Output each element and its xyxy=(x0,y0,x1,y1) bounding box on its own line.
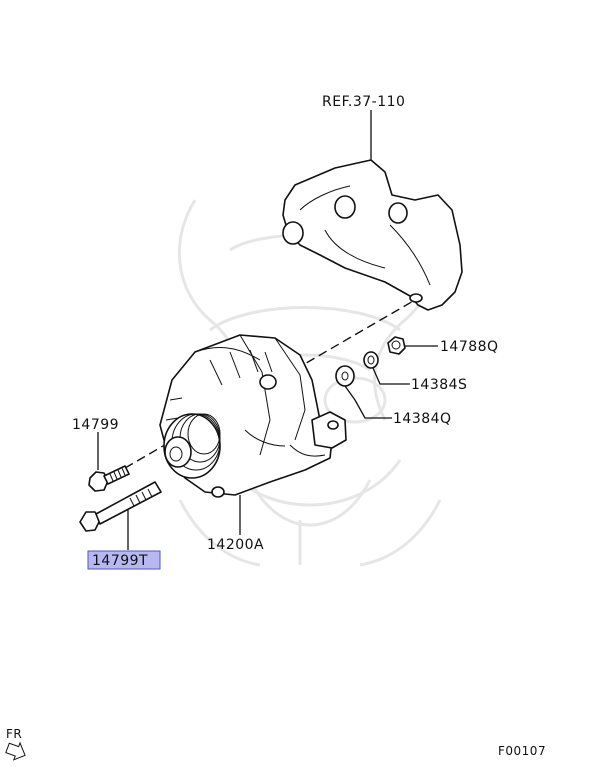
part-label-14384q[interactable]: 14384Q xyxy=(393,411,452,427)
orientation-label: FR xyxy=(6,727,22,741)
part-label-14799[interactable]: 14799 xyxy=(72,417,119,433)
part-label-14384s[interactable]: 14384S xyxy=(411,377,467,393)
ref-label[interactable]: REF.37-110 xyxy=(322,94,405,110)
part-highlight-box xyxy=(87,550,161,570)
part-label-14799t[interactable]: 14799T xyxy=(92,553,148,569)
figure-code: F00107 xyxy=(498,744,546,758)
leader-14384q xyxy=(344,385,392,419)
long-bolt[interactable] xyxy=(79,481,162,532)
part-label-14200a[interactable]: 14200A xyxy=(207,537,264,553)
part-label-14788q[interactable]: 14788Q xyxy=(440,339,499,355)
leader-14384s xyxy=(372,367,410,385)
spring-washer[interactable] xyxy=(363,351,379,369)
nut[interactable] xyxy=(387,336,406,355)
mounting-bracket[interactable] xyxy=(282,159,463,311)
short-bolt[interactable] xyxy=(88,465,130,492)
front-arrow-icon xyxy=(5,741,26,761)
alternator[interactable] xyxy=(159,334,347,498)
pulley xyxy=(163,413,221,479)
flat-washer[interactable] xyxy=(335,365,355,387)
